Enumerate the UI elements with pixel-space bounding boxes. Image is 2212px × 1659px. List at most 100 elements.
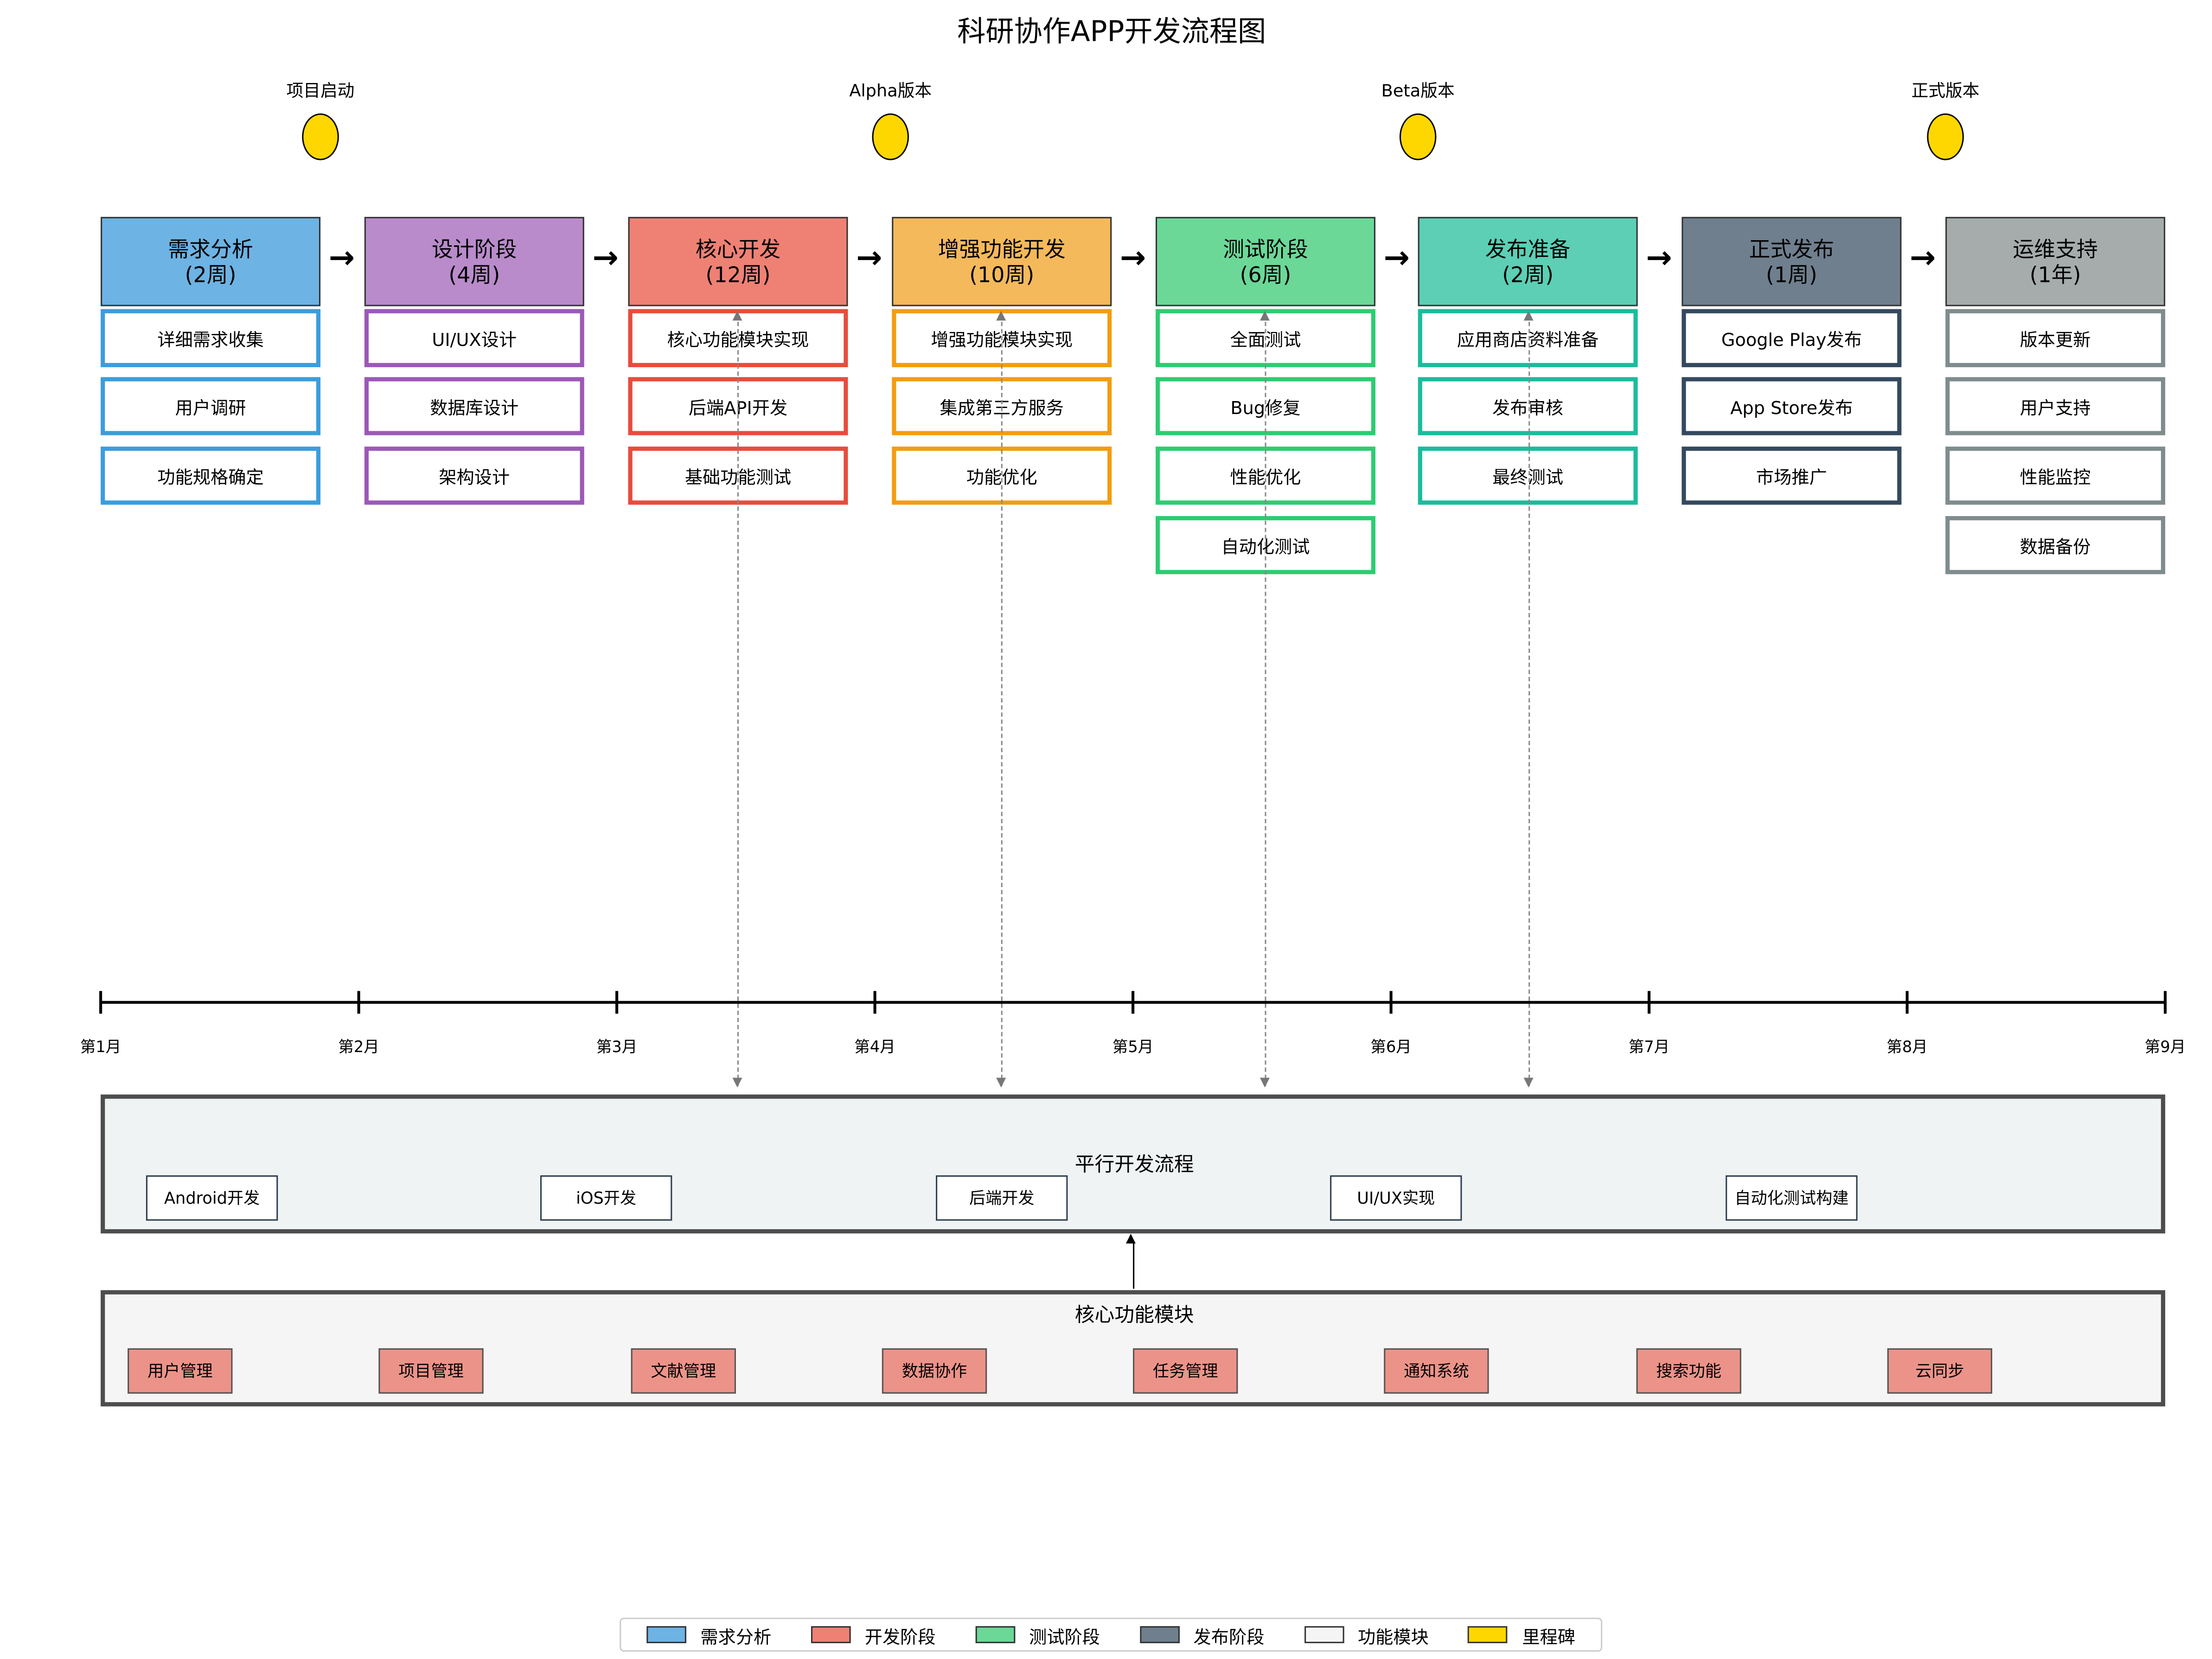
arrow-up-icon: ▲ (732, 309, 742, 324)
task-box[interactable]: 应用商店资料准备 (1418, 309, 1638, 367)
legend: 需求分析 开发阶段 测试阶段 发布阶段 功能模块 里程碑 (620, 1617, 1603, 1652)
phase-name: 核心开发 (695, 236, 781, 262)
legend-swatch (646, 1626, 686, 1643)
dashed-link (1528, 314, 1530, 1086)
parallel-item[interactable]: Android开发 (146, 1175, 278, 1221)
phase-header: 核心开发(12周) (628, 217, 848, 306)
legend-swatch (811, 1626, 851, 1643)
task-box[interactable]: 数据库设计 (364, 377, 584, 435)
arrow-right-icon: → (1383, 241, 1410, 277)
timeline-label: 第5月 (1112, 1038, 1154, 1056)
legend-label: 需求分析 (700, 1625, 772, 1647)
task-box[interactable]: 最终测试 (1418, 447, 1638, 505)
phase-group: 需求分析(2周)详细需求收集用户调研功能规格确定 (101, 217, 321, 505)
legend-swatch (1139, 1626, 1179, 1643)
phase-duration: (2周) (185, 262, 237, 287)
arrow-right-icon: → (1119, 241, 1146, 277)
phase-duration: (1年) (2029, 262, 2081, 287)
dashed-link (1001, 314, 1003, 1086)
core-module-item[interactable]: 云同步 (1887, 1348, 1993, 1394)
milestone-marker (872, 113, 909, 160)
task-box[interactable]: 版本更新 (1945, 309, 2166, 367)
core-module-item[interactable]: 搜索功能 (1636, 1348, 1741, 1394)
phase-group: 核心开发(12周)核心功能模块实现后端API开发基础功能测试 (628, 217, 848, 505)
arrow-down-icon: ▼ (732, 1076, 742, 1091)
timeline-label: 第9月 (2144, 1038, 2186, 1056)
legend-item: 需求分析 (646, 1621, 771, 1648)
arrow-right-icon: → (592, 241, 619, 277)
legend-label: 发布阶段 (1193, 1625, 1265, 1647)
legend-item: 功能模块 (1304, 1621, 1429, 1648)
core-module-item[interactable]: 通知系统 (1384, 1348, 1489, 1394)
task-box[interactable]: 用户调研 (101, 377, 321, 435)
timeline-label: 第6月 (1370, 1038, 1412, 1056)
arrow-up-icon: ▲ (1523, 309, 1534, 324)
task-box[interactable]: 市场推广 (1681, 447, 1902, 505)
phase-name: 正式发布 (1749, 236, 1835, 262)
legend-item: 里程碑 (1468, 1621, 1575, 1648)
phase-duration: (1周) (1765, 262, 1817, 287)
legend-item: 发布阶段 (1139, 1621, 1264, 1648)
task-box[interactable]: 功能规格确定 (101, 447, 321, 505)
phase-header: 运维支持(1年) (1945, 217, 2166, 306)
phase-name: 测试阶段 (1223, 236, 1308, 262)
parallel-item[interactable]: 自动化测试构建 (1726, 1175, 1858, 1221)
task-box[interactable]: 架构设计 (364, 447, 584, 505)
core-module-item[interactable]: 数据协作 (882, 1348, 987, 1394)
dashed-link (737, 314, 739, 1086)
phase-name: 设计阶段 (432, 236, 517, 262)
phase-duration: (6周) (1240, 262, 1291, 287)
milestone-marker (302, 113, 339, 160)
task-box[interactable]: 发布审核 (1418, 377, 1638, 435)
timeline-label: 第2月 (338, 1038, 379, 1056)
timeline-axis (101, 1001, 2166, 1004)
legend-swatch (1304, 1626, 1344, 1643)
legend-label: 开发阶段 (864, 1625, 936, 1647)
core-module-item[interactable]: 任务管理 (1133, 1348, 1238, 1394)
task-box[interactable]: App Store发布 (1681, 377, 1902, 435)
core-module-item[interactable]: 用户管理 (128, 1348, 233, 1394)
arrow-right-icon: → (328, 241, 355, 277)
core-to-parallel-arrow (1132, 1242, 1134, 1289)
phase-name: 需求分析 (168, 236, 253, 262)
core-module-item[interactable]: 项目管理 (378, 1348, 484, 1394)
legend-item: 开发阶段 (811, 1621, 936, 1648)
milestone-label: 正式版本 (1911, 81, 1980, 101)
task-box[interactable]: 数据备份 (1945, 516, 2166, 574)
legend-label: 功能模块 (1357, 1625, 1429, 1647)
phase-duration: (10周) (969, 262, 1035, 287)
parallel-item[interactable]: UI/UX实现 (1330, 1175, 1462, 1221)
phase-group: 设计阶段(4周) UI/UX设计数据库设计架构设计 (364, 217, 584, 505)
phase-group: 增强功能开发(10周)增强功能模块实现集成第三方服务功能优化 (892, 217, 1112, 505)
milestone-label: Beta版本 (1381, 81, 1455, 101)
task-box[interactable]: 详细需求收集 (101, 309, 321, 367)
parallel-item[interactable]: iOS开发 (540, 1175, 672, 1221)
phase-group: 发布准备(2周)应用商店资料准备发布审核最终测试 (1418, 217, 1638, 505)
arrow-down-icon: ▼ (1259, 1076, 1270, 1091)
milestone-label: Alpha版本 (849, 81, 932, 101)
legend-label: 测试阶段 (1029, 1625, 1100, 1647)
core-module-item[interactable]: 文献管理 (631, 1348, 736, 1394)
task-box[interactable]: 用户支持 (1945, 377, 2166, 435)
phase-header: 正式发布(1周) (1681, 217, 1902, 306)
legend-swatch (975, 1626, 1015, 1643)
arrow-right-icon: → (856, 241, 882, 277)
phase-header: 发布准备(2周) (1418, 217, 1638, 306)
phase-header: 需求分析(2周) (101, 217, 321, 306)
phase-name: 发布准备 (1485, 236, 1571, 262)
parallel-item[interactable]: 后端开发 (936, 1175, 1068, 1221)
arrow-up-icon: ▲ (1259, 309, 1270, 324)
timeline-label: 第8月 (1886, 1038, 1928, 1056)
task-box[interactable]: UI/UX设计 (364, 309, 584, 367)
phase-duration: (4周) (448, 262, 500, 287)
legend-swatch (1468, 1626, 1508, 1643)
task-box[interactable]: Google Play发布 (1681, 309, 1902, 367)
task-box[interactable]: 性能监控 (1945, 447, 2166, 505)
arrow-down-icon: ▼ (1523, 1076, 1534, 1091)
legend-item: 测试阶段 (975, 1621, 1100, 1648)
milestone-label: 项目启动 (286, 81, 355, 101)
core-modules-title: 核心功能模块 (1074, 1304, 1194, 1327)
phase-name: 增强功能开发 (938, 236, 1066, 262)
arrow-right-icon: → (1646, 241, 1672, 277)
